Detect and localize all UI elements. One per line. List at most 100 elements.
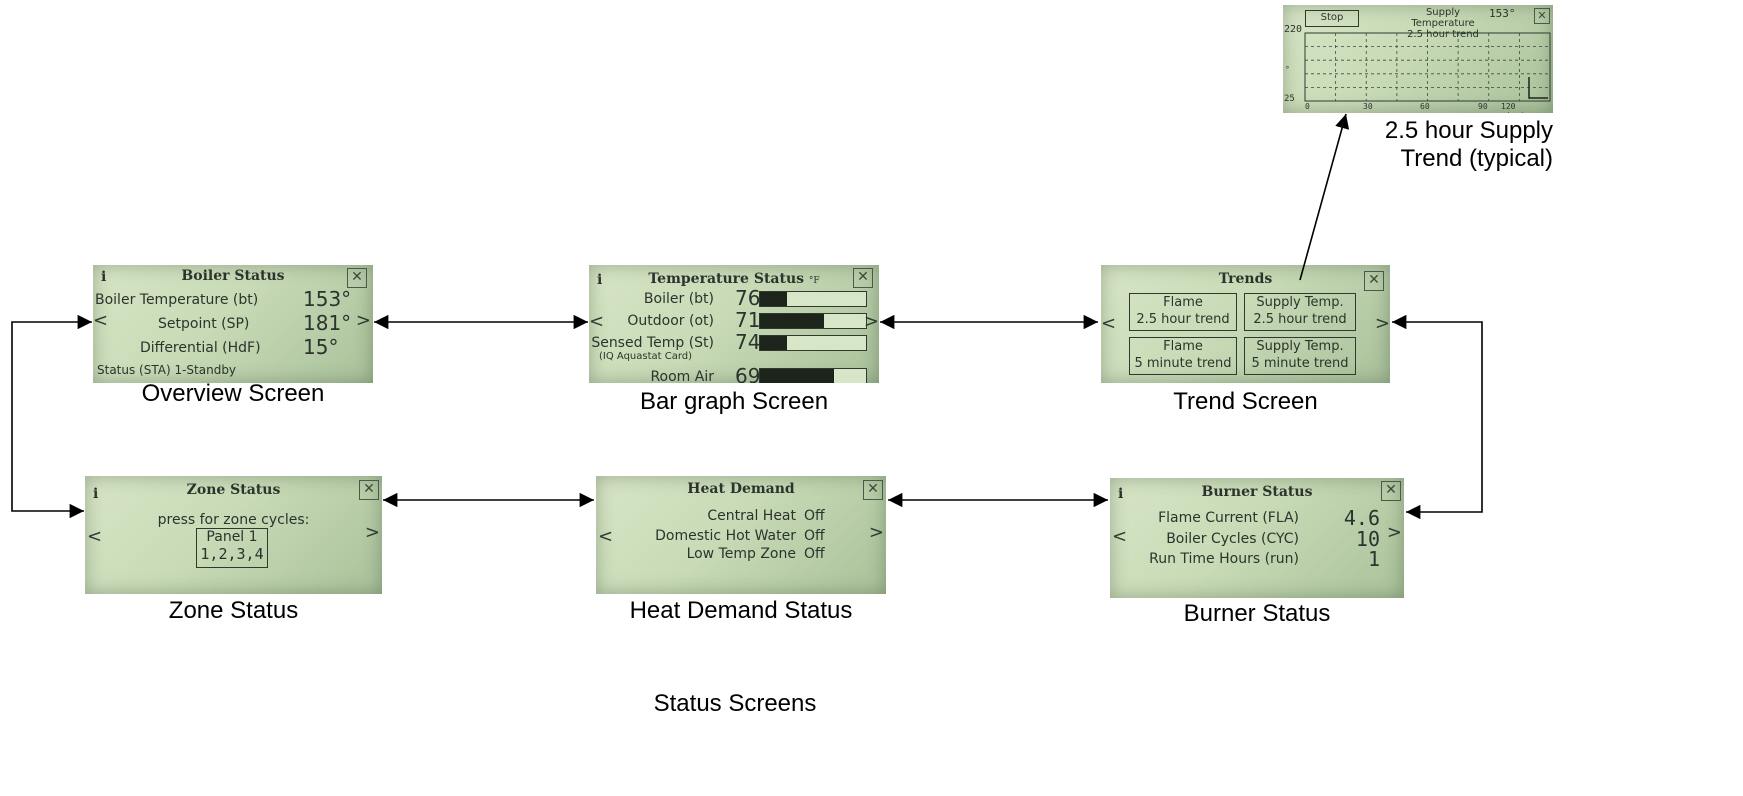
screen-title: Temperature Status °F <box>589 271 879 287</box>
row-label: Outdoor (ot) <box>627 313 714 329</box>
button-line: 5 minute trend <box>1134 356 1232 371</box>
screen-title: Heat Demand <box>687 481 795 497</box>
row-value: 69 <box>735 364 761 383</box>
supply-temp-2-5-hour-trend-button[interactable]: Supply Temp. 2.5 hour trend <box>1244 293 1356 331</box>
close-icon[interactable]: ✕ <box>863 480 883 500</box>
trend-title: Supply Temperature 2.5 hour trend <box>1393 7 1493 40</box>
button-line: 5 minute trend <box>1251 356 1349 371</box>
temperature-status-screen: i Temperature Status °F ✕ Boiler (bt) 76… <box>589 265 879 383</box>
row-sublabel: (IQ Aquastat Card) <box>599 351 693 362</box>
y-axis-unit-label: ° <box>1285 65 1290 74</box>
button-line: Supply Temp. <box>1256 295 1344 310</box>
nav-right-arrow[interactable]: > <box>1386 522 1402 543</box>
nav-left-arrow[interactable]: < <box>598 526 614 547</box>
arrow-zone-overview-loop <box>11 314 92 519</box>
row-value: 1 <box>1367 547 1380 571</box>
trend-title-line: 2.5 hour trend <box>1407 29 1479 40</box>
status-text: Status (STA) 1-Standby <box>97 363 237 377</box>
trend-grid <box>1304 32 1551 102</box>
panel-zones: 1,2,3,4 <box>200 545 264 563</box>
trend-title-line: Supply Temperature <box>1411 7 1475 29</box>
button-line: Flame <box>1163 295 1203 310</box>
nav-right-arrow[interactable]: > <box>868 522 884 543</box>
row-value: 10 <box>1355 527 1380 551</box>
info-icon[interactable]: i <box>597 272 603 288</box>
nav-left-arrow[interactable]: < <box>87 526 103 547</box>
close-icon[interactable]: ✕ <box>853 268 873 288</box>
row-label: Low Temp Zone <box>686 546 796 562</box>
boiler-status-screen: i Boiler Status ✕ Boiler Temperature (bt… <box>93 265 373 383</box>
trends-screen: Trends ✕ Flame 2.5 hour trend Supply Tem… <box>1101 265 1390 383</box>
row-value: Off <box>804 508 825 524</box>
row-value: 74 <box>735 330 761 354</box>
close-icon[interactable]: ✕ <box>347 268 367 288</box>
supply-temp-5-minute-trend-button[interactable]: Supply Temp. 5 minute trend <box>1244 337 1356 375</box>
arrow-burner-trend-loop <box>1392 314 1483 520</box>
close-icon[interactable]: ✕ <box>359 480 379 500</box>
gridlines <box>1305 33 1550 101</box>
temperature-bar <box>759 368 867 383</box>
row-label: Boiler Cycles (CYC) <box>1166 531 1299 547</box>
stop-button[interactable]: Stop <box>1305 10 1359 27</box>
row-value: 153° <box>303 287 352 311</box>
nav-left-arrow[interactable]: < <box>589 311 605 332</box>
row-label: Run Time Hours (run) <box>1149 551 1299 567</box>
row-label: Setpoint (SP) <box>158 316 250 332</box>
screen-title-text: Temperature Status <box>648 271 805 287</box>
nav-left-arrow[interactable]: < <box>1101 313 1117 334</box>
nav-right-arrow[interactable]: > <box>355 310 371 331</box>
caption-overview: Overview Screen <box>141 380 325 407</box>
row-label: Room Air <box>650 369 714 383</box>
button-line: Flame <box>1163 339 1203 354</box>
row-label: Domestic Hot Water <box>655 528 796 544</box>
x-tick-label: 30 <box>1363 102 1373 111</box>
bar-fill <box>760 336 787 350</box>
nav-left-arrow[interactable]: < <box>93 310 109 331</box>
info-icon[interactable]: i <box>1118 486 1124 502</box>
caption-heat: Heat Demand Status <box>629 597 853 624</box>
supply-temp-trace <box>1528 77 1548 99</box>
temperature-bar <box>759 335 867 351</box>
row-value: Off <box>804 546 825 562</box>
heat-demand-screen: Heat Demand ✕ Central Heat Off Domestic … <box>596 476 886 594</box>
row-label: Sensed Temp (St) <box>591 335 714 351</box>
nav-right-arrow[interactable]: > <box>863 311 879 332</box>
button-line: 2.5 hour trend <box>1136 312 1230 327</box>
close-icon[interactable]: ✕ <box>1534 8 1550 24</box>
zone-status-screen: i Zone Status ✕ press for zone cycles: P… <box>85 476 382 594</box>
row-label: Central Heat <box>707 508 796 524</box>
caption-line: 2.5 hour Supply <box>1384 117 1553 144</box>
flame-5-minute-trend-button[interactable]: Flame 5 minute trend <box>1129 337 1237 375</box>
screen-title: Trends <box>1218 271 1273 287</box>
arrow-trend-to-supply <box>1299 113 1350 281</box>
bar-fill <box>760 369 835 383</box>
current-temperature: 153° <box>1489 7 1516 20</box>
unit-label: °F <box>808 276 820 286</box>
row-value: 71 <box>735 308 761 332</box>
caption-bargraph: Bar graph Screen <box>639 388 829 415</box>
zone-prompt: press for zone cycles: <box>157 512 310 528</box>
x-tick-label: 60 <box>1420 102 1430 111</box>
panel-1-button[interactable]: Panel 1 1,2,3,4 <box>196 528 268 568</box>
row-value: 4.6 <box>1343 506 1380 530</box>
nav-left-arrow[interactable]: < <box>1112 526 1128 547</box>
temperature-bar <box>759 313 867 329</box>
temperature-bar <box>759 291 867 307</box>
info-icon[interactable]: i <box>101 269 107 285</box>
nav-right-arrow[interactable]: > <box>364 522 380 543</box>
bar-fill <box>760 314 824 328</box>
close-icon[interactable]: ✕ <box>1364 271 1384 291</box>
x-tick-label: 90 <box>1478 102 1488 111</box>
info-icon[interactable]: i <box>93 486 99 502</box>
flame-2-5-hour-trend-button[interactable]: Flame 2.5 hour trend <box>1129 293 1237 331</box>
row-label: Differential (HdF) <box>140 340 261 356</box>
figure-title: Status Screens <box>653 690 817 717</box>
row-value: Off <box>804 528 825 544</box>
caption-zone: Zone Status <box>168 597 299 624</box>
button-line: 2.5 hour trend <box>1253 312 1347 327</box>
row-value: 76 <box>735 286 761 310</box>
nav-right-arrow[interactable]: > <box>1374 313 1390 334</box>
caption-supply-trend: 2.5 hour Supply Trend (typical) <box>1360 117 1553 173</box>
row-value: 15° <box>303 335 339 359</box>
